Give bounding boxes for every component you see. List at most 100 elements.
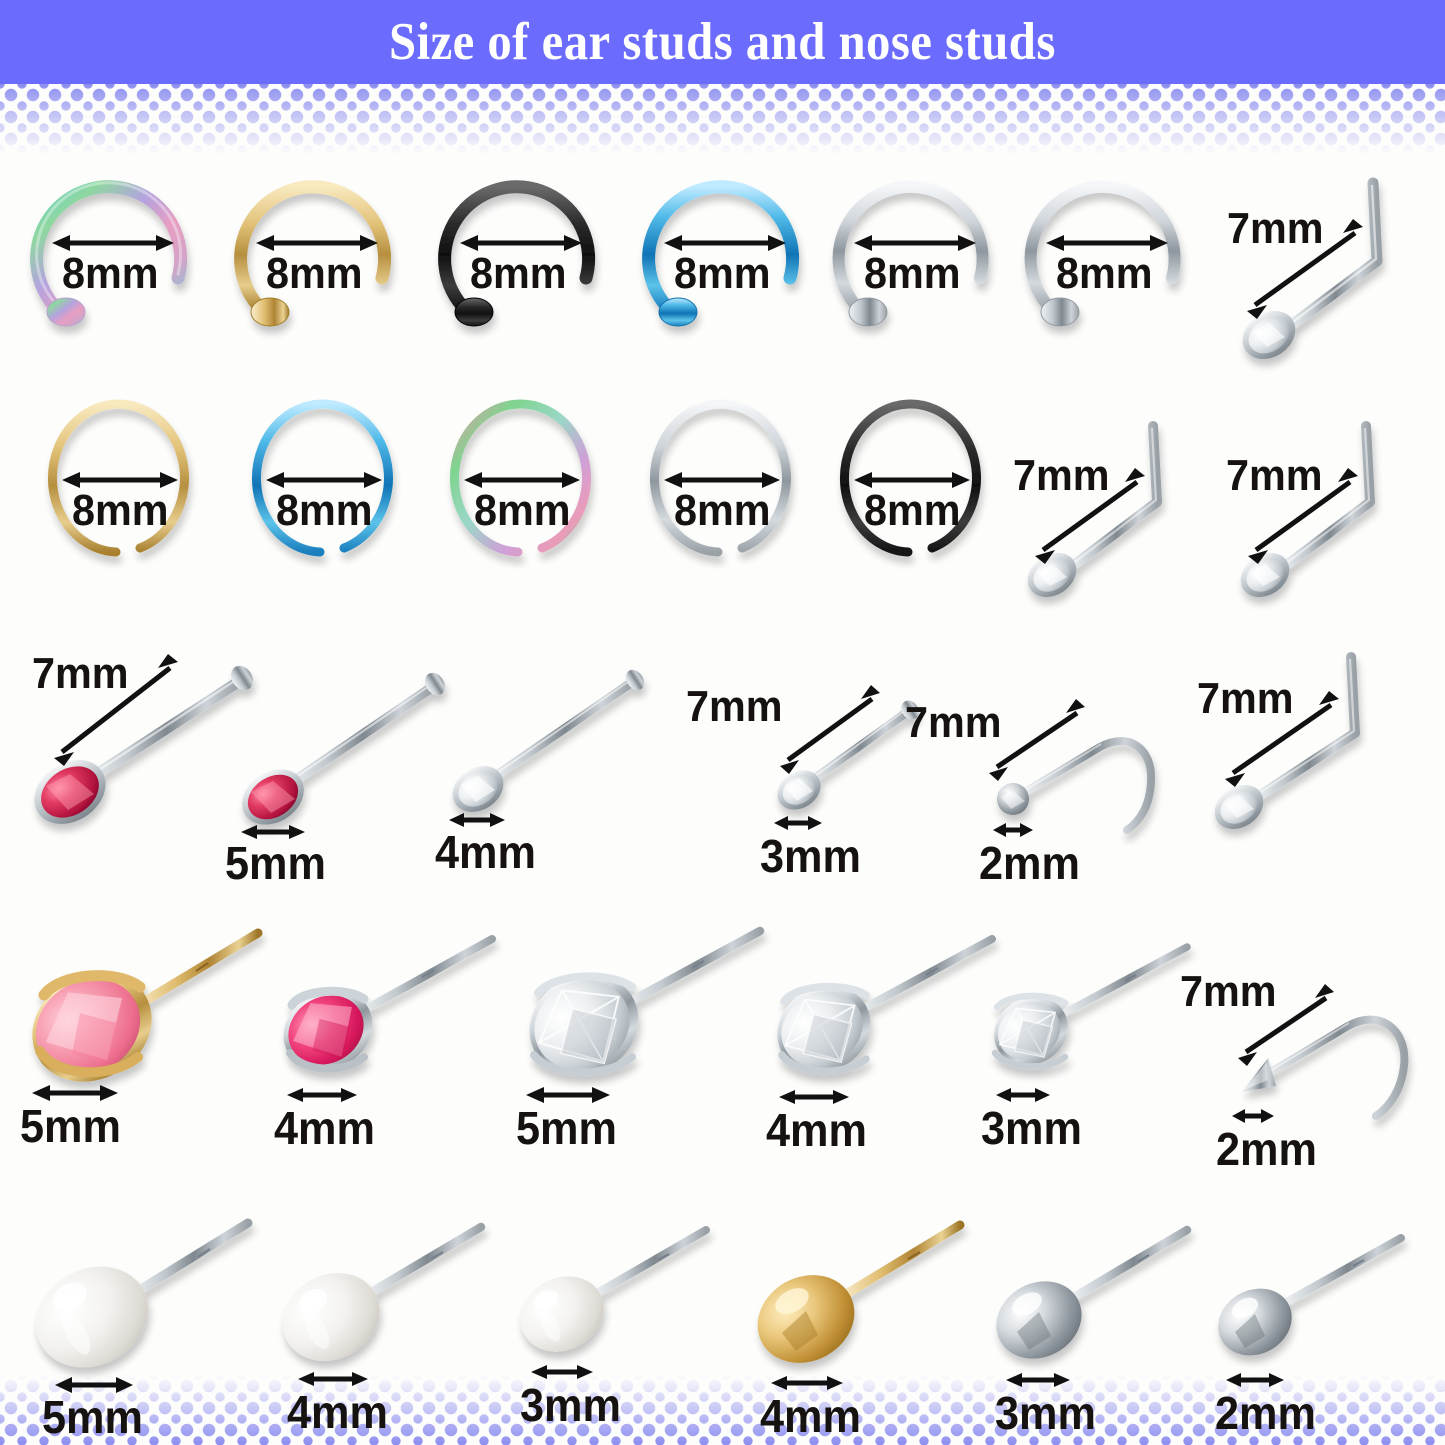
size-label: 8mm bbox=[864, 486, 961, 535]
size-label: 8mm bbox=[674, 249, 771, 298]
size-label: 7mm bbox=[1227, 204, 1324, 253]
l-shape-nose-stud-icon bbox=[1214, 652, 1360, 830]
row4-item-clear-cz-4mm: 4mm bbox=[760, 925, 1015, 1156]
size-label: 8mm bbox=[864, 249, 961, 298]
row4-item-cone-nose-screw-2mm: 7mm 2mm bbox=[1180, 940, 1445, 1172]
dimension-arrow-diagonal bbox=[54, 654, 178, 766]
size-label: 8mm bbox=[474, 486, 571, 535]
size-label: 7mm bbox=[1226, 451, 1323, 500]
header-bar: Size of ear studs and nose studs bbox=[0, 0, 1445, 84]
halftone-top-band bbox=[0, 84, 1445, 154]
pearl-stud-icon bbox=[520, 1226, 710, 1352]
row2-item-rainbow-ring: 8mm bbox=[430, 399, 615, 565]
size-label: 5mm bbox=[20, 1100, 121, 1152]
row2-item-blue-ring: 8mm bbox=[232, 399, 417, 565]
row2-item-gold-ring: 8mm bbox=[28, 399, 213, 565]
size-label: 2mm bbox=[1215, 1387, 1316, 1439]
dimension-arrow-horizontal bbox=[1046, 235, 1168, 251]
row2-item-black-ring: 8mm bbox=[820, 399, 1005, 565]
steel-open-hoop-icon bbox=[832, 180, 989, 327]
l-shape-nose-stud-icon bbox=[1240, 421, 1375, 598]
row5-item-gold-ball-4mm: 4mm bbox=[748, 1215, 998, 1439]
ball-stud-icon bbox=[757, 1220, 965, 1363]
size-label: 7mm bbox=[1197, 674, 1294, 723]
page-title: Size of ear studs and nose studs bbox=[389, 12, 1056, 71]
size-label: 8mm bbox=[674, 486, 771, 535]
size-label: 3mm bbox=[760, 830, 861, 882]
dimension-arrow-horizontal bbox=[1232, 1109, 1274, 1123]
row3-item-clear-bone-3mm: 7mm 3mm bbox=[660, 655, 925, 885]
size-label: 8mm bbox=[266, 249, 363, 298]
dimension-arrow-horizontal bbox=[993, 823, 1033, 837]
row4-item-clear-cz-5mm: 5mm bbox=[510, 915, 775, 1151]
row5-item-pearl-3mm: 3mm bbox=[510, 1220, 760, 1435]
row1-item-rainbow-hoop: 8mm bbox=[18, 160, 208, 335]
length-label: 7mm bbox=[686, 682, 783, 731]
dimension-arrow-horizontal bbox=[774, 816, 822, 830]
steel-open-hoop-icon bbox=[1024, 180, 1181, 327]
dimension-arrow-horizontal bbox=[52, 235, 174, 251]
pearl-stud-icon bbox=[282, 1222, 486, 1361]
size-label: 5mm bbox=[516, 1102, 617, 1154]
cz-stud-earring-icon bbox=[991, 943, 1191, 1070]
dimension-arrow-horizontal bbox=[526, 1087, 610, 1103]
blue-open-hoop-icon bbox=[642, 180, 800, 327]
dimension-arrow-diagonal bbox=[780, 685, 880, 774]
rainbow-seamless-ring-icon bbox=[449, 399, 591, 557]
row2-item-l-shape-stud-b: 7mm bbox=[995, 410, 1220, 615]
ball-stud-icon bbox=[1218, 1234, 1405, 1356]
row3-item-l-shape-stud-d: 7mm bbox=[1185, 645, 1435, 860]
size-label: 4mm bbox=[287, 1386, 388, 1438]
cz-stud-earring-icon bbox=[777, 935, 996, 1076]
dimension-arrow-horizontal bbox=[266, 472, 382, 488]
size-label: 8mm bbox=[62, 249, 159, 298]
nose-bone-stud-icon bbox=[242, 672, 445, 825]
size-label: 4mm bbox=[435, 826, 536, 878]
size-label: 3mm bbox=[995, 1387, 1096, 1439]
row5-item-steel-ball-3mm: 3mm bbox=[985, 1222, 1235, 1440]
dimension-arrow-horizontal bbox=[298, 1372, 368, 1386]
nose-screw-icon bbox=[997, 737, 1156, 834]
steel-seamless-ring-icon bbox=[649, 399, 791, 557]
gold-seamless-ring-icon bbox=[47, 399, 189, 557]
l-shape-nose-stud-icon bbox=[1027, 421, 1162, 598]
row1-item-blue-hoop: 8mm bbox=[630, 160, 820, 335]
dimension-arrow-horizontal bbox=[32, 1085, 118, 1101]
dimension-arrow-horizontal bbox=[287, 1088, 357, 1102]
row1-item-black-hoop: 8mm bbox=[426, 160, 616, 335]
dimension-arrow-horizontal bbox=[62, 472, 178, 488]
dimension-arrow-horizontal bbox=[460, 235, 582, 251]
row4-item-silver-pink-cz-4mm: 4mm bbox=[270, 925, 525, 1151]
size-label: 4mm bbox=[766, 1104, 867, 1156]
cz-stud-earring-icon bbox=[32, 928, 263, 1082]
row1-item-steel-hoop-b: 8mm bbox=[1012, 160, 1202, 335]
row1-item-l-shape-cz-stud: 7mm bbox=[1205, 165, 1440, 380]
row3-item-pink-bone-5mm: 5mm bbox=[225, 650, 475, 886]
dimension-arrow-diagonal bbox=[1225, 691, 1339, 787]
dimension-arrow-horizontal bbox=[531, 1365, 593, 1379]
gold-open-hoop-icon bbox=[234, 180, 392, 327]
dimension-arrow-diagonal bbox=[1248, 468, 1358, 564]
size-label: 5mm bbox=[225, 837, 326, 889]
black-seamless-ring-icon bbox=[839, 399, 981, 557]
dimension-arrow-horizontal bbox=[256, 235, 378, 251]
dimension-arrow-horizontal bbox=[55, 1377, 133, 1393]
row4-item-gold-pink-cz-5mm: 5mm bbox=[20, 915, 280, 1149]
black-open-hoop-icon bbox=[438, 180, 596, 327]
nose-bone-stud-icon bbox=[777, 700, 919, 810]
l-shape-nose-stud-icon bbox=[1242, 177, 1383, 360]
dimension-arrow-diagonal bbox=[1238, 984, 1334, 1066]
row2-item-steel-ring: 8mm bbox=[630, 399, 815, 565]
size-label: 2mm bbox=[1216, 1123, 1317, 1175]
rainbow-open-hoop-icon bbox=[30, 180, 188, 327]
pearl-stud-icon bbox=[36, 1218, 253, 1368]
row3-item-ball-nose-screw-2mm: 7mm 2mm bbox=[905, 665, 1180, 886]
ball-stud-icon bbox=[996, 1225, 1192, 1359]
size-label: 8mm bbox=[1056, 249, 1153, 298]
size-label: 7mm bbox=[32, 649, 129, 698]
dimension-arrow-diagonal bbox=[989, 699, 1085, 781]
length-label: 7mm bbox=[905, 698, 1002, 747]
row3-item-pink-bone-7mm: 7mm bbox=[20, 640, 270, 855]
dimension-arrow-horizontal bbox=[664, 472, 780, 488]
size-label: 4mm bbox=[760, 1390, 861, 1442]
